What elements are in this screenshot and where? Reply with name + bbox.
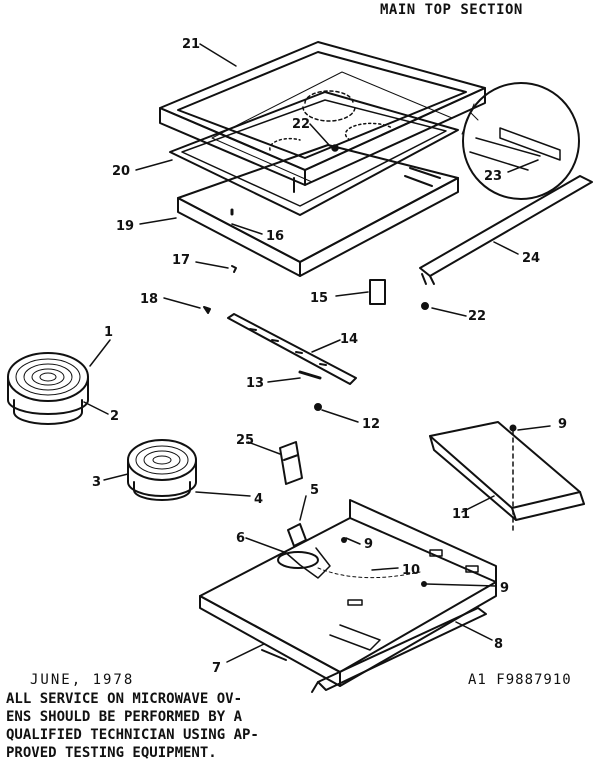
callout-5: 5 (310, 483, 319, 498)
leader-lines (83, 43, 551, 663)
callout-22-right: 22 (468, 309, 486, 324)
callouts: 21 22 20 23 19 16 17 24 18 15 22 14 1 13… (92, 37, 567, 676)
part-24-trim-strip (419, 175, 593, 285)
part-25-bracket (279, 441, 303, 485)
callout-2: 2 (110, 409, 119, 424)
service-note-line: QUALIFIED TECHNICIAN USING AP- (6, 727, 259, 743)
callout-25: 25 (236, 433, 254, 448)
part-11-cover-plate (429, 421, 585, 521)
callout-17: 17 (172, 253, 190, 268)
callout-9-mid: 9 (364, 537, 373, 552)
service-note: ALL SERVICE ON MICROWAVE OV- ENS SHOULD … (6, 690, 306, 762)
detail-inset-23 (461, 82, 580, 200)
part-1-2-large-element (7, 352, 89, 425)
callout-16: 16 (266, 229, 284, 244)
model-code: A1 F9887910 (468, 672, 572, 688)
callout-12: 12 (362, 417, 380, 432)
part-18-screw (203, 306, 211, 314)
callout-4: 4 (254, 492, 263, 507)
callout-10: 10 (402, 563, 420, 578)
callout-14: 14 (340, 332, 358, 347)
part-15-bracket (369, 279, 386, 305)
callout-15: 15 (310, 291, 328, 306)
service-note-line: ALL SERVICE ON MICROWAVE OV- (6, 691, 243, 707)
callout-19: 19 (116, 219, 134, 234)
callout-24: 24 (522, 251, 540, 266)
callout-21: 21 (182, 37, 200, 52)
part-6-motor (277, 551, 319, 569)
part-19-support-pan (177, 144, 459, 277)
part-5-mount (287, 523, 307, 547)
callout-8: 8 (494, 637, 503, 652)
cooktop-glass-surface (211, 71, 453, 183)
part-12-screw (314, 403, 322, 411)
part-8-front-strip (311, 607, 487, 693)
callout-13: 13 (246, 376, 264, 391)
callout-11: 11 (452, 507, 470, 522)
callout-7: 7 (212, 661, 221, 676)
part-14-bar (227, 313, 357, 385)
diagram-title: MAIN TOP SECTION (380, 2, 523, 18)
callout-6: 6 (236, 531, 245, 546)
part-20-gasket (169, 91, 459, 216)
part-21-top-frame (159, 41, 486, 193)
part-17-clip (231, 265, 237, 273)
part-22-screw (421, 302, 429, 310)
callout-22-top: 22 (292, 117, 310, 132)
part-13-pin (298, 370, 322, 380)
service-note-line: ENS SHOULD BE PERFORMED BY A (6, 709, 243, 725)
bottom-pan (199, 499, 497, 687)
small-hardware (203, 265, 429, 411)
callout-9-top: 9 (558, 417, 567, 432)
callout-23: 23 (484, 169, 502, 184)
callout-3: 3 (92, 475, 101, 490)
part-3-4-small-element (127, 439, 197, 501)
diagram-date: JUNE, 1978 (30, 672, 135, 688)
service-note-line: PROVED TESTING EQUIPMENT. (6, 745, 217, 761)
callout-20: 20 (112, 164, 130, 179)
callout-1: 1 (104, 325, 113, 340)
part-9-screws (341, 424, 517, 587)
callout-9-right: 9 (500, 581, 509, 596)
callout-18: 18 (140, 292, 158, 307)
